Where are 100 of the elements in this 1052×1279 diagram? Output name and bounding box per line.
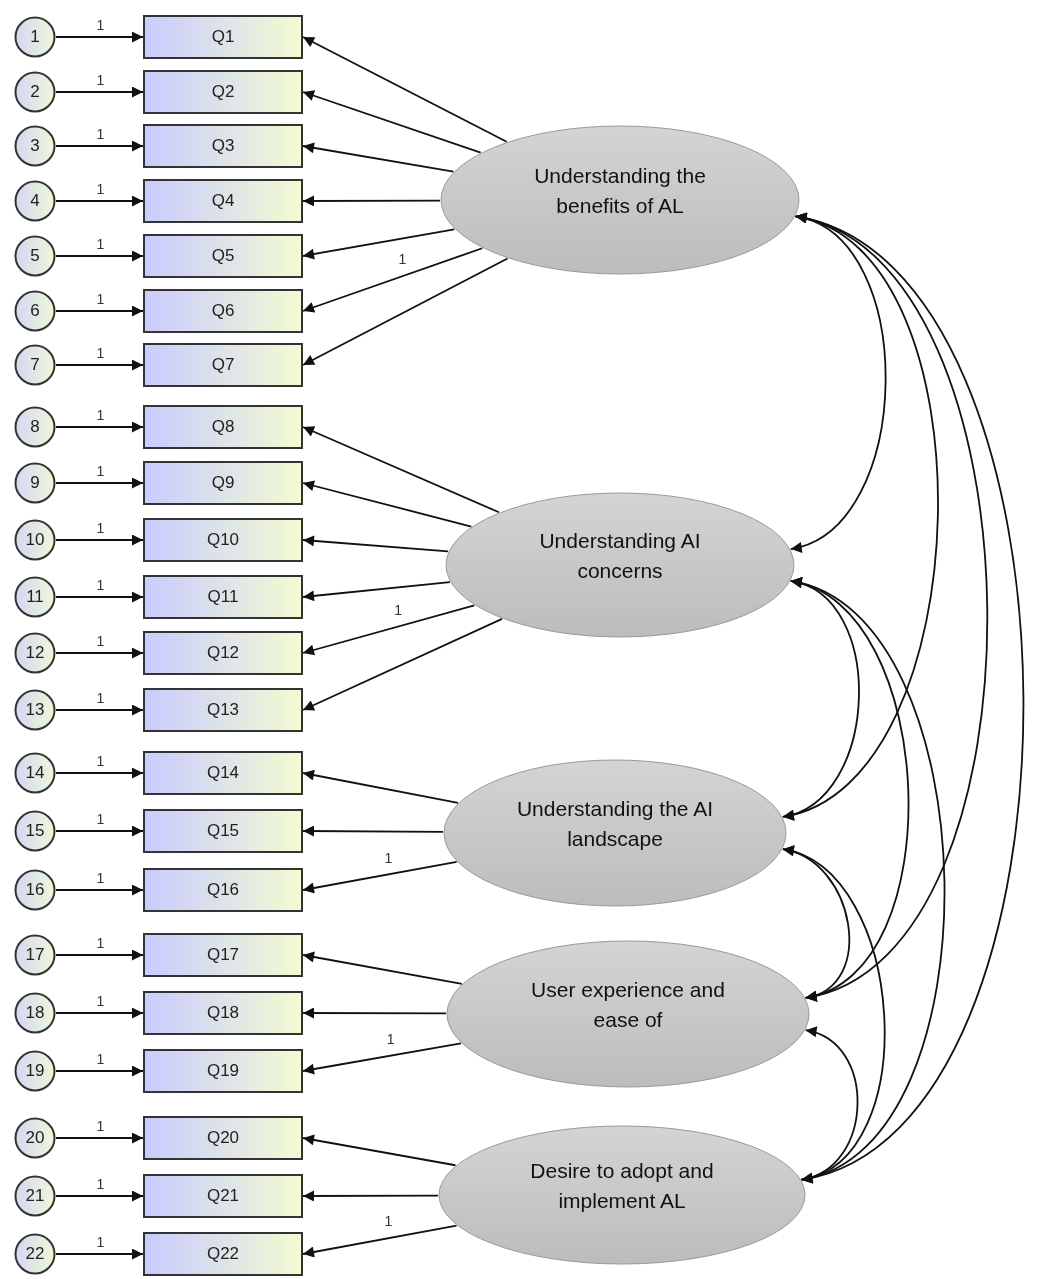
edge-label: 1: [95, 1235, 106, 1249]
edge-label: 1: [95, 994, 106, 1008]
indicator-box: [143, 933, 303, 977]
arrow: [55, 591, 144, 603]
indicator-label: Q5: [211, 246, 235, 266]
edge-label: 1: [95, 871, 106, 885]
arrow: [55, 86, 144, 98]
edge-label: 1: [95, 1177, 106, 1191]
indicator-box: [143, 15, 303, 59]
edge-label: 1: [95, 634, 106, 648]
edge-label: 1: [95, 182, 106, 196]
indicator-box: [143, 518, 303, 562]
error-label: 8: [30, 417, 40, 437]
indicator-box: [143, 70, 303, 114]
indicator-label: Q18: [206, 1003, 240, 1023]
error-label: 21: [25, 1186, 45, 1206]
indicator-label: Q9: [211, 473, 235, 493]
covariance-arrow: [789, 579, 946, 1181]
edge-label: 1: [95, 408, 106, 422]
indicator-box: [143, 688, 303, 732]
covariance-arrow: [794, 215, 1025, 1181]
edge-label: 1: [95, 73, 106, 87]
arrow: [55, 477, 144, 489]
error-label: 14: [25, 763, 45, 783]
arrow: [55, 1248, 144, 1260]
indicator-box: [143, 405, 303, 449]
indicator-box: [143, 179, 303, 223]
edge-label: 1: [95, 18, 106, 32]
arrow: [302, 604, 476, 656]
arrow: [55, 1065, 144, 1077]
indicator-label: Q16: [206, 880, 240, 900]
indicator-box: [143, 751, 303, 795]
indicator-label: Q21: [206, 1186, 240, 1206]
edge-label: 1: [95, 237, 106, 251]
arrow: [55, 949, 144, 961]
arrow: [55, 534, 144, 546]
arrow: [302, 257, 509, 366]
arrow: [302, 1042, 462, 1075]
error-label: 15: [25, 821, 45, 841]
arrow: [55, 884, 144, 896]
arrow: [55, 359, 144, 371]
indicator-box: [143, 234, 303, 278]
edge-label: 1: [95, 936, 106, 950]
arrow: [302, 228, 456, 260]
error-label: 2: [30, 82, 40, 102]
arrow: [302, 861, 458, 894]
arrow: [302, 480, 473, 528]
indicator-box: [143, 1174, 303, 1218]
indicator-box: [143, 809, 303, 853]
arrow: [302, 90, 482, 154]
arrow: [55, 704, 144, 716]
indicator-box: [143, 1232, 303, 1276]
edge-label: 1: [393, 602, 403, 617]
edge-label: 1: [95, 1119, 106, 1133]
latent-variable-label: User experience and ease of: [530, 976, 726, 1033]
arrow: [55, 1190, 144, 1202]
edge-label: 1: [95, 292, 106, 306]
arrow: [302, 951, 463, 985]
indicator-label: Q17: [206, 945, 240, 965]
indicator-box: [143, 575, 303, 619]
arrow: [302, 1190, 439, 1202]
edge-label: 1: [95, 812, 106, 826]
indicator-label: Q11: [207, 587, 239, 607]
edge-label: 1: [383, 850, 394, 865]
indicator-box: [143, 991, 303, 1035]
indicator-box: [143, 1049, 303, 1093]
indicator-label: Q14: [206, 763, 240, 783]
indicator-label: Q8: [211, 417, 235, 437]
arrow: [55, 767, 144, 779]
error-label: 5: [30, 246, 40, 266]
arrow: [55, 250, 144, 262]
error-label: 18: [25, 1003, 45, 1023]
indicator-label: Q3: [211, 136, 235, 156]
arrow: [302, 1224, 458, 1258]
arrow: [302, 36, 508, 143]
edge-label: 1: [95, 691, 106, 705]
latent-variable-label: Desire to adopt and implement AL: [529, 1157, 715, 1214]
indicator-label: Q7: [211, 355, 235, 375]
indicator-label: Q1: [211, 27, 235, 47]
arrow: [302, 825, 444, 837]
error-label: 6: [30, 301, 40, 321]
indicator-label: Q20: [206, 1128, 240, 1148]
edge-label: 1: [95, 127, 106, 141]
error-label: 19: [25, 1061, 45, 1081]
error-label: 16: [25, 880, 45, 900]
indicator-box: [143, 343, 303, 387]
indicator-label: Q15: [206, 821, 240, 841]
edge-label: 1: [95, 521, 106, 535]
indicator-box: [143, 461, 303, 505]
covariance-arrow: [800, 1028, 859, 1182]
indicator-box: [143, 1116, 303, 1160]
error-label: 1: [30, 27, 40, 47]
edge-label: 1: [95, 464, 106, 478]
edge-label: 1: [95, 578, 106, 592]
indicator-label: Q13: [206, 700, 240, 720]
indicator-label: Q4: [211, 191, 235, 211]
latent-variable-label: Understanding the AI landscape: [515, 795, 715, 852]
arrow: [55, 1132, 144, 1144]
edge-label: 1: [95, 754, 106, 768]
error-label: 7: [30, 355, 40, 375]
